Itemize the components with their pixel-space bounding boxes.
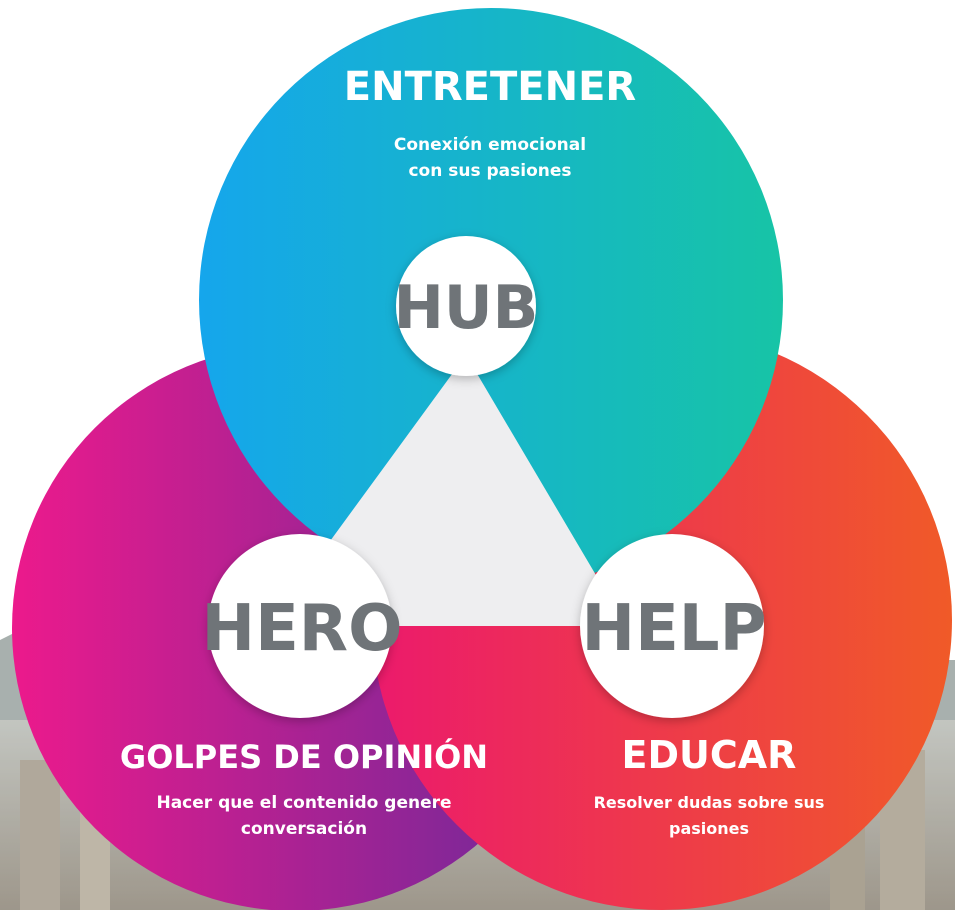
golpes-line1: Hacer que el contenido genere: [156, 793, 451, 813]
entretener-line1: Conexión emocional: [394, 135, 586, 155]
node-hero-circle: [208, 534, 392, 718]
node-hero-label: HERO: [202, 592, 403, 666]
educar-line1: Resolver dudas sobre sus: [594, 793, 825, 812]
entretener-line2: con sus pasiones: [408, 161, 571, 181]
node-hub-label: HUB: [394, 273, 539, 343]
educar-title: EDUCAR: [622, 733, 797, 777]
node-help-label: HELP: [582, 592, 767, 666]
educar-line2: pasiones: [669, 819, 749, 838]
entretener-title: ENTRETENER: [344, 64, 636, 110]
node-hub-circle: [396, 236, 536, 376]
golpes-title: GOLPES DE OPINIÓN: [120, 737, 488, 776]
node-help-circle: [580, 534, 764, 718]
golpes-line2: conversación: [241, 819, 367, 839]
